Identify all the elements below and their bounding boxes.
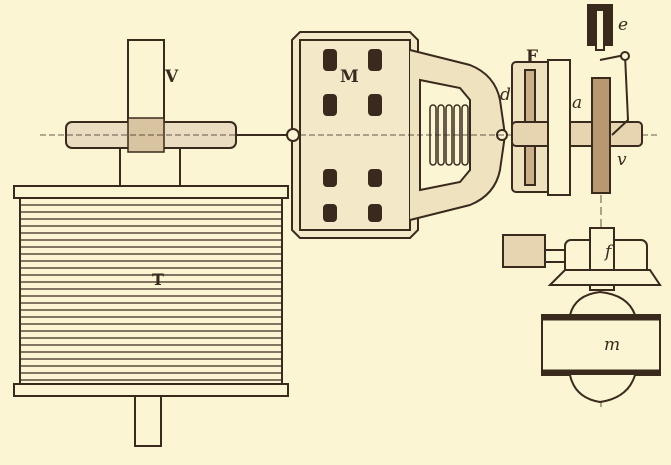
motor-vent-slot bbox=[368, 169, 382, 187]
motor-vent-slot bbox=[368, 49, 382, 71]
label-v: V bbox=[164, 67, 179, 87]
motor-vent-slot bbox=[368, 94, 382, 116]
motor-m bbox=[286, 31, 660, 239]
motor-vent-slot bbox=[368, 204, 382, 222]
label-m-small: m bbox=[604, 335, 620, 355]
motor-vent-slot bbox=[323, 94, 337, 116]
motor-m-small bbox=[541, 290, 661, 404]
label-d: d bbox=[500, 85, 511, 105]
labels: V M T F d a e v f m bbox=[152, 15, 628, 355]
motor-vent-slot bbox=[323, 169, 337, 187]
label-f-lower: f bbox=[603, 242, 614, 262]
clutch-f bbox=[511, 59, 643, 196]
worm-shaft-v bbox=[40, 117, 300, 153]
label-a: a bbox=[572, 93, 582, 113]
motor-vent-slot bbox=[323, 204, 337, 222]
label-t: T bbox=[152, 270, 164, 289]
drum-t bbox=[13, 39, 289, 447]
gear-v bbox=[587, 4, 630, 410]
brake-f bbox=[502, 227, 662, 291]
label-f-upper: F bbox=[526, 47, 538, 67]
label-e: e bbox=[618, 15, 628, 35]
label-v-small: v bbox=[617, 150, 627, 170]
label-m: M bbox=[340, 67, 359, 87]
motor-vent-slot bbox=[323, 49, 337, 71]
